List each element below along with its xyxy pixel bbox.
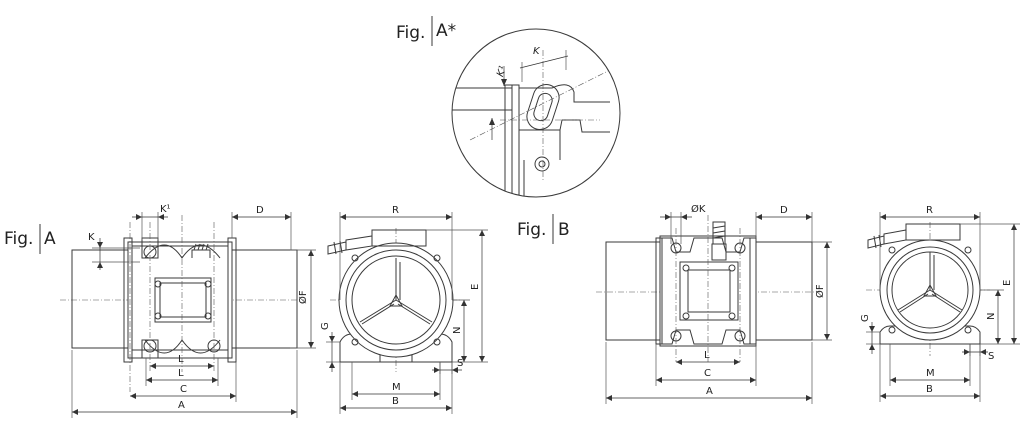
fig-a-dim-l2: L <box>178 368 184 379</box>
fig-b-dim-c: C <box>704 368 711 379</box>
fig-a-side-view: K K¹ D ØF L L <box>60 204 316 418</box>
fig-a-dim-a: A <box>178 400 185 411</box>
detail-dim-k1: K¹ <box>495 65 509 79</box>
fig-b-dim-m: M <box>926 368 935 379</box>
fig-b-dim-n: N <box>986 313 997 320</box>
fig-b-name: B <box>558 220 570 240</box>
fig-a-front-gland <box>345 235 373 251</box>
fig-b-dim-k: ØK <box>691 203 706 215</box>
fig-b-dim-e: E <box>1002 280 1013 286</box>
fig-a-cable-gland <box>191 249 211 258</box>
fig-a-dim-g: G <box>320 322 331 330</box>
fig-b-dim-a: A <box>706 386 713 397</box>
fig-b-front-gland <box>883 229 907 245</box>
detail-circle <box>451 28 621 198</box>
fig-a-dim-c: C <box>180 384 187 395</box>
fig-a-dim-l1: L <box>178 354 184 365</box>
fig-a-label: Fig. A <box>4 224 56 254</box>
fig-b-dim-l: L <box>704 350 710 361</box>
fig-b-side-view: ØK D ØF L C A <box>596 203 832 404</box>
fig-a-dim-s: S <box>457 358 463 369</box>
fig-a-dim-b: B <box>392 396 399 407</box>
fig-detail-prefix: Fig. <box>396 23 425 43</box>
fig-detail-name: A* <box>436 21 456 41</box>
fig-b-front-view: R E N G S M <box>860 205 1020 402</box>
fig-b-dim-r: R <box>926 205 933 216</box>
fig-a-name: A <box>44 229 56 249</box>
fig-a-dim-n: N <box>452 327 463 334</box>
fig-a-dim-d: D <box>256 205 264 216</box>
fig-b-dim-f: ØF <box>814 284 826 298</box>
fig-b-label: Fig. B <box>517 214 570 244</box>
fig-a-dim-k: K <box>88 232 95 243</box>
detail-a-star: K K¹ <box>451 28 621 198</box>
fig-b-cable-gland <box>711 243 727 261</box>
fig-a-front-view: R E N G S M <box>320 205 488 414</box>
fig-a-dim-k1: K¹ <box>160 204 171 215</box>
fig-a-prefix: Fig. <box>4 229 33 249</box>
fig-a-dim-f: ØF <box>297 290 309 304</box>
fig-a-dim-m: M <box>392 382 401 393</box>
fig-a-dim-r: R <box>392 205 399 216</box>
detail-dim-k: K <box>533 46 541 57</box>
fig-b-dim-d: D <box>780 205 788 216</box>
fig-b-dim-s: S <box>988 351 994 362</box>
fig-b-dim-g: G <box>860 314 871 322</box>
fig-detail-label: Fig. A* <box>396 16 456 46</box>
fig-b-prefix: Fig. <box>517 220 546 240</box>
fig-a-dim-e: E <box>470 284 481 290</box>
fig-b-dim-b: B <box>926 384 933 395</box>
